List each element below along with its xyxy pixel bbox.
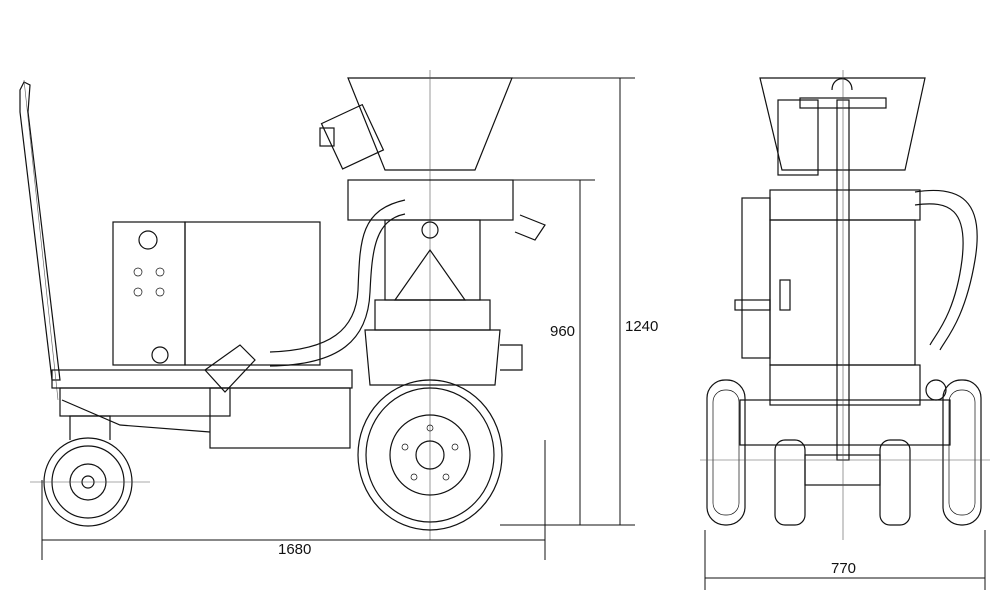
right-wheel (942, 379, 982, 526)
motor-front (777, 99, 819, 176)
dimension-lines (41, 77, 986, 590)
rear-wheel (357, 379, 503, 531)
dimension-width: 770 (830, 560, 858, 577)
side-view (19, 70, 546, 540)
hose (269, 199, 406, 353)
dimension-height: 960 (549, 323, 577, 340)
dimension-length: 1680 (277, 541, 313, 558)
handle (19, 81, 61, 381)
control-box (112, 221, 186, 366)
hopper-front (759, 77, 926, 171)
left-wheel (706, 379, 746, 526)
frame-rail (51, 369, 353, 389)
motor (320, 103, 385, 170)
front-view (700, 70, 990, 540)
control-box-front (769, 219, 916, 366)
gauge-icon (138, 230, 158, 250)
dimension-total-height: 1240 (624, 318, 660, 335)
hopper (347, 77, 513, 171)
